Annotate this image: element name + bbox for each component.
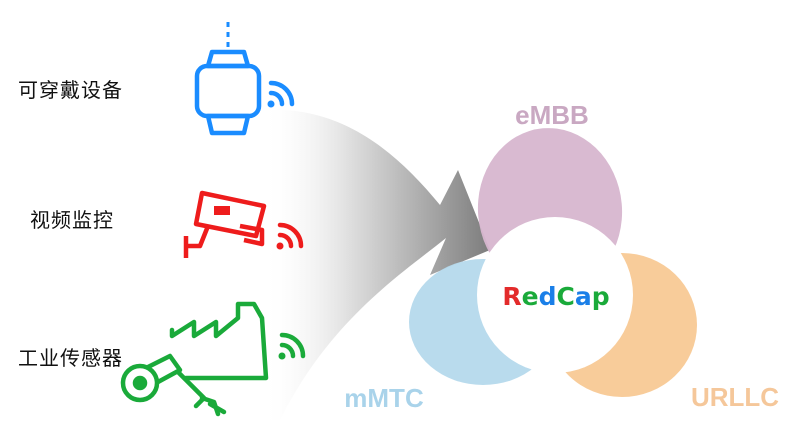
redcap-letter: e <box>522 282 539 311</box>
wireless-signal-icon <box>267 80 295 108</box>
redcap-letter: C <box>557 282 575 311</box>
redcap-letter: a <box>575 282 592 311</box>
redcap-center-circle <box>477 217 633 373</box>
device-label-wearable: 可穿戴设备 <box>18 78 123 102</box>
device-label-video-surveillance: 视频监控 <box>30 208 114 232</box>
redcap-label: RedCap <box>502 282 609 311</box>
redcap-letter: p <box>592 282 610 311</box>
device-label-industrial-sensor: 工业传感器 <box>18 346 123 370</box>
wireless-signal-icon <box>276 222 304 250</box>
wireless-signal-icon <box>278 332 306 360</box>
petal-label-embb: eMBB <box>515 100 589 130</box>
petal-label-mmtc: mMTC <box>344 383 424 413</box>
petal-label-urllc: URLLC <box>691 382 779 412</box>
redcap-letter: R <box>502 282 521 311</box>
convergence-arrow <box>262 109 490 420</box>
redcap-letter: d <box>539 282 557 311</box>
security-camera-icon <box>183 190 267 258</box>
factory-robot-arm-icon <box>120 301 269 417</box>
smartwatch-icon <box>194 22 262 136</box>
